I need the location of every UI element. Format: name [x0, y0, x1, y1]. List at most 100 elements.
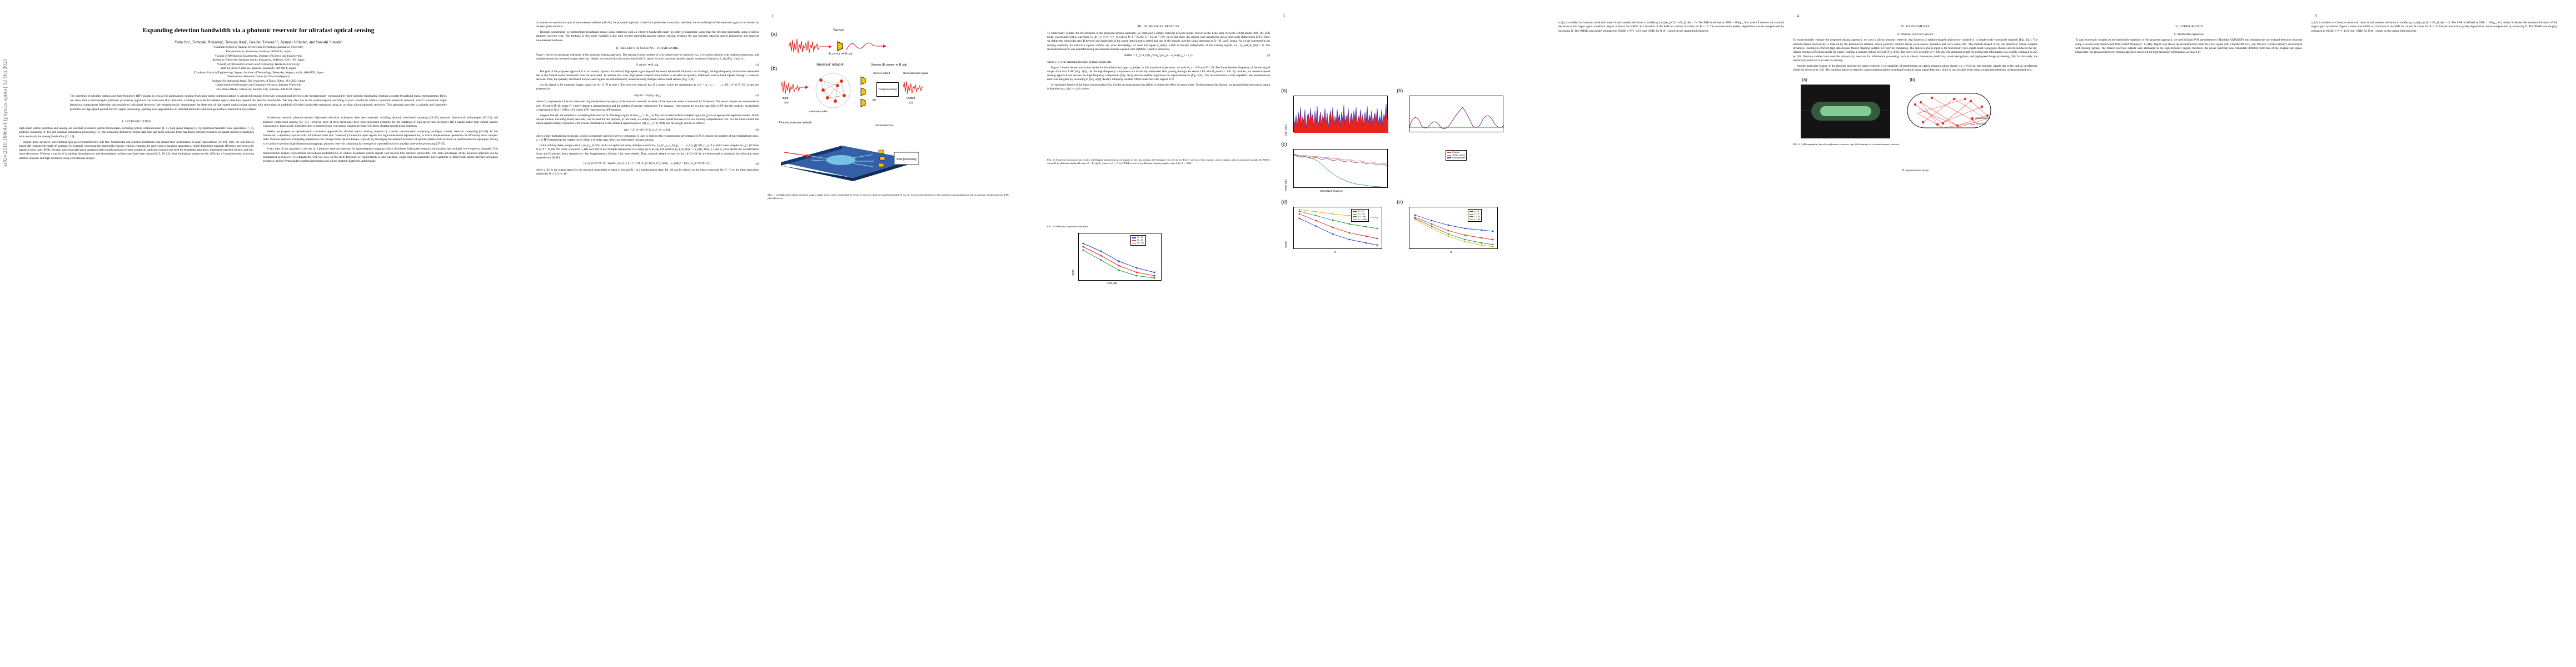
page3-column-left: III. NUMERICAL RESULTS To numerically va…	[1047, 21, 1270, 655]
page4-column-right: IV. EXPERIMENTS A. Photonic reservoir ne…	[1793, 21, 2037, 655]
body-paragraph: A reasonable feature of the linear repre…	[1047, 83, 1270, 91]
input-waveform-icon	[789, 38, 833, 54]
affiliation-line: Kanazawa University, Kakuma-machi, Kanaz…	[212, 58, 305, 62]
figure-2-panel-b-label: (b)	[1397, 88, 1403, 93]
legend-swatch	[1353, 211, 1357, 212]
body-paragraph: where σ_u is the standard deviation of t…	[1047, 60, 1112, 64]
section-heading-framework: II. RESERVOIR SENSING: FRAMEWORK	[616, 46, 679, 50]
legend-label: Original	[1452, 151, 1459, 153]
paper-page-4: 4 n_i(t) is modeled as Gaussian noise wi…	[1539, 0, 2056, 667]
legend-item: L = 10	[1469, 216, 1480, 218]
legend-item: N = 10	[1132, 236, 1144, 239]
photodetectors-label: Photodetectors	[875, 125, 894, 127]
figure-3-plot-area	[1078, 233, 1162, 281]
legend-swatch	[1353, 213, 1357, 215]
legend-label: N = 30	[1137, 239, 1143, 242]
legend-item: L = 1	[1469, 210, 1480, 213]
legend-swatch	[1447, 152, 1452, 153]
figure-2-panel-e-label: (e)	[1397, 199, 1403, 205]
figure-2e-x-axis-label: N	[1450, 251, 1452, 253]
virtual-network-schematic: Virtual neuron Ray orbit	[1904, 84, 2004, 138]
figure-2a-plot-area	[1293, 96, 1389, 133]
equation-1: B_sensor ≪ B_sig, (1)	[536, 63, 759, 68]
page1-body-columns: I. INTRODUCTION High-speed optical detec…	[19, 116, 498, 163]
ray-orbit-label: Ray orbit	[1976, 122, 1986, 126]
page4-column-left: n_i(t) is modeled as Gaussian noise with…	[1558, 21, 1784, 655]
paper-page-3: 3 III. NUMERICAL RESULTS To numerically …	[1028, 0, 1539, 667]
figure-4-panel-b-label: (b)	[1910, 77, 1915, 83]
output-label: Output	[906, 97, 915, 100]
figure-1: (a) Sensor	[768, 23, 1009, 190]
ray-orbit-legend: Ray orbit	[1971, 122, 1986, 126]
figure-2c-x-axis-label: Normalized frequency	[1320, 190, 1343, 192]
legend-swatch	[1132, 240, 1136, 241]
figure-2c-y-axis-label: Power (dB)	[1284, 180, 1288, 191]
equation-2: dx(t)/dt = G(x(t), u(t)), (2)	[536, 94, 759, 98]
equation-body: dx(t)/dt = G(x(t), u(t)),	[634, 93, 661, 97]
paper-page-5: 5 IV. EXPERIMENTS C. Bandwidth expansion…	[2056, 0, 2576, 667]
figure-4-caption: FIG. 4. (a)Photograph of the silicon pho…	[1793, 143, 1900, 146]
bandwidth-inequality-label: B_sensor ≪ B_sig	[829, 52, 853, 56]
body-paragraph: Let the signal to be measured (target si…	[536, 83, 759, 91]
affiliation-line: ⁶Department of Information and Computer …	[215, 83, 302, 87]
subsection-heading-bandwidth-expansion: C. Bandwidth expansion	[2174, 32, 2204, 36]
figure-2d-x-axis-label: N	[1334, 251, 1337, 253]
body-paragraph: where y_l(t) is the output signal for th…	[536, 168, 759, 176]
affiliation-line: ²Faculty of Mechanical Engineering, Inst…	[214, 54, 303, 58]
figure-2-caption: FIG. 2. Numerical reconstruction results…	[1047, 158, 1270, 165]
virtual-neuron-marker	[1971, 117, 1974, 120]
legend-item: L = 50	[1469, 218, 1480, 221]
legend-swatch	[1469, 213, 1474, 215]
equation-4: {w_k}_{k=0}^{K-1} = argmin_{{w_k}} [ Σ_{…	[536, 162, 759, 166]
legend-item: B = 100	[1353, 213, 1367, 216]
affiliations-block: ¹Graduate School of Natural Science and …	[39, 46, 478, 92]
sensor-label: Sensor	[833, 29, 844, 32]
figure-2e-legend: L = 1 L = 5 L = 10 L = 50	[1468, 209, 1482, 222]
reservoir-network-graph	[815, 73, 851, 108]
equation-number: (2)	[755, 94, 759, 97]
photonic-chip-illustration: Post processing	[781, 146, 919, 181]
affiliation-line: ³Faculty of Information Science and Tech…	[217, 62, 300, 66]
legend-swatch	[1469, 219, 1474, 220]
figure-2d-plot-area	[1293, 207, 1383, 249]
figure-4-panel-a-label: (a)	[1802, 77, 1807, 83]
legend-item: B = 10	[1353, 210, 1367, 213]
legend-item: L = 5	[1469, 213, 1480, 216]
affiliation-line: ¹Graduate School of Natural Science and …	[213, 46, 304, 49]
legend-label: B = 1000	[1358, 215, 1366, 218]
equation-number: (5)	[1267, 54, 1270, 58]
legend-swatch	[1353, 216, 1357, 217]
equation-number: (3)	[755, 128, 759, 132]
legend-item: Reconstructed	[1447, 157, 1465, 160]
affiliation-line: ⁵International Research Center for Neuro…	[226, 75, 291, 79]
page5-column-right: n_i(t) is modeled as Gaussian noise with…	[2311, 21, 2557, 655]
body-paragraph: Despite these advances, conventional hig…	[19, 140, 254, 160]
reconstructed-signal-label: Reconstructed signal	[903, 72, 929, 75]
legend-label: L = 1	[1474, 210, 1479, 212]
body-paragraph: A key idea of our approach is the use of…	[263, 147, 498, 163]
equation-body: NMSE = Σ_{j=1}^{N_{test}} (y(t_j) − u_te…	[1124, 54, 1193, 58]
affiliation-line: ⁴Graduate School of Engineering, Nagoya …	[193, 71, 324, 74]
photonic-reservoir-network-label: Photonic reservoir network	[779, 121, 812, 125]
virtual-neuron-label: Virtual neuron	[1975, 117, 1990, 120]
reconstructed-waveform-icon	[903, 81, 924, 94]
figure-2-panel-d-label: (d)	[1281, 199, 1288, 205]
equation-body: B_sensor ≪ B_sig,	[635, 63, 659, 67]
body-paragraph: To experimentally validate the proposed …	[1793, 38, 2037, 62]
body-paragraph: In the training phase, weight vectors {w…	[536, 144, 759, 160]
legend-item: B = 10000	[1353, 218, 1367, 221]
figure-3: NMSE SNR (dB) N = 10 N = 30 N = 100 FIG.…	[1047, 225, 1270, 297]
page-number: 4	[1797, 14, 1799, 18]
figure-2-panel-c-label: (c)	[1281, 141, 1287, 147]
body-paragraph: Another particular feature of the photon…	[1793, 64, 2037, 72]
figure-2a-y-axis-label: (arb. units)	[1284, 124, 1288, 136]
body-paragraph: To numerically validate the effectivenes…	[1047, 31, 1270, 51]
input-signal-waveform	[781, 80, 809, 94]
body-paragraph: where G(·) represents a function charact…	[536, 100, 759, 112]
section-heading-numerical-results: III. NUMERICAL RESULTS	[1138, 25, 1179, 28]
figure-3-x-axis-label: SNR (dB)	[1107, 282, 1117, 285]
input-signal-symbol: u(t)	[784, 102, 789, 104]
equation-body: {w_k}_{k=0}^{K-1} = argmin_{{w_k}} [ Σ_{…	[583, 162, 711, 166]
body-paragraph: As relevant research, photonic-assisted …	[263, 116, 498, 128]
